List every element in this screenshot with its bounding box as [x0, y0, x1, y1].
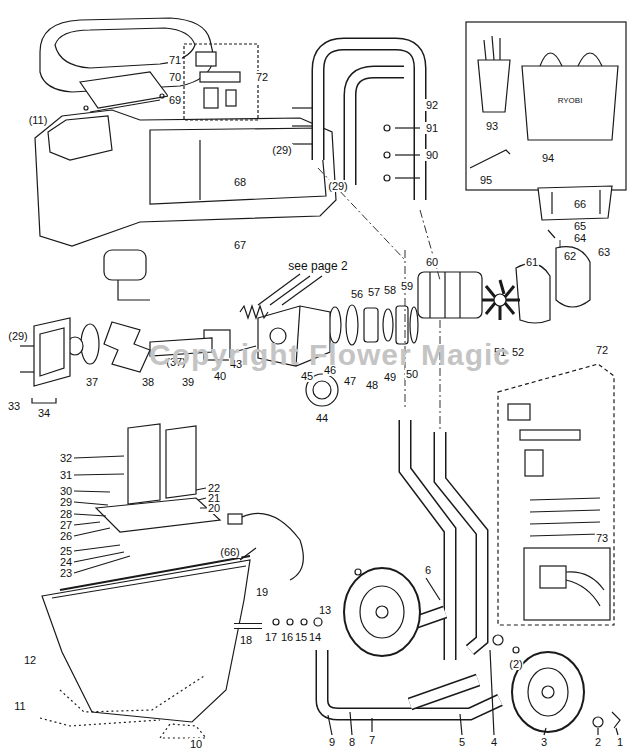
callout-number: 59 — [400, 280, 414, 292]
callout-number: 56 — [350, 288, 364, 300]
callout-number: 7 — [368, 734, 376, 746]
callout-number: 45 — [300, 370, 314, 382]
callout-number: 38 — [141, 376, 155, 388]
callout-number: 70 — [168, 71, 182, 83]
callout-number: 10 — [189, 738, 203, 750]
callout-number: (29) — [7, 330, 29, 342]
callout-number: 31 — [59, 469, 73, 481]
callout-number: 17 — [264, 631, 278, 643]
callout-number: 12 — [23, 654, 37, 666]
brand-text: RYOBI — [557, 96, 584, 105]
callout-number: 90 — [425, 149, 439, 161]
callout-number: 33 — [7, 400, 21, 412]
callout-number: 47 — [343, 375, 357, 387]
callout-number: 1 — [616, 736, 624, 748]
callout-number: 23 — [59, 567, 73, 579]
callout-number: 16 — [280, 631, 294, 643]
callout-number: 49 — [383, 371, 397, 383]
callout-number: 63 — [597, 246, 611, 258]
callout-number: 72 — [595, 344, 609, 356]
callout-number: 11 — [13, 700, 26, 712]
callout-number: 6 — [424, 564, 432, 576]
callout-number: 58 — [383, 284, 397, 296]
callout-number: 15 — [294, 631, 308, 643]
callout-number: 4 — [490, 736, 498, 748]
callout-number: 64 — [573, 232, 587, 244]
callout-number: 65 — [573, 220, 587, 232]
callout-number: (11) — [28, 114, 49, 126]
callout-number: 32 — [59, 452, 73, 464]
callout-number: (29) — [271, 144, 293, 156]
callout-number: 72 — [255, 71, 269, 83]
callout-number: 2 — [594, 736, 602, 748]
callout-number: 26 — [59, 530, 73, 542]
callout-number: 94 — [541, 152, 555, 164]
callout-number: 8 — [348, 736, 356, 748]
callout-number: 62 — [563, 250, 577, 262]
callout-number: (66) — [219, 546, 241, 558]
callout-number: 34 — [37, 407, 51, 419]
callout-number: 5 — [458, 736, 466, 748]
callout-number: 61 — [525, 256, 539, 268]
callout-number: 29 — [59, 496, 73, 508]
callout-number: 19 — [255, 586, 269, 598]
callout-number: 48 — [365, 379, 379, 391]
callout-number: 68 — [233, 176, 247, 188]
callout-number: 9 — [328, 736, 336, 748]
callout-number: 66 — [573, 198, 587, 210]
callout-number: 60 — [425, 256, 439, 268]
callout-number: 18 — [239, 634, 253, 646]
callout-number: 14 — [308, 631, 322, 643]
callout-number: (2) — [508, 658, 523, 670]
callout-number: 13 — [318, 604, 332, 616]
callout-number: 93 — [485, 120, 499, 132]
callout-number: 91 — [425, 122, 439, 134]
callout-number: 73 — [595, 532, 609, 544]
callout-number: 37 — [85, 376, 99, 388]
callout-number: 40 — [213, 370, 227, 382]
callout-number: 3 — [540, 736, 548, 748]
callout-number: 52 — [511, 346, 525, 358]
callout-number: 20 — [207, 502, 221, 514]
callout-number: 44 — [315, 412, 329, 424]
callout-number: 69 — [168, 94, 182, 106]
callout-number: (29) — [327, 180, 349, 192]
callout-number: 39 — [181, 376, 195, 388]
note-text: see page 2 — [287, 260, 348, 272]
watermark: Copyright Flower Magic — [148, 339, 512, 371]
callout-number: 92 — [425, 99, 439, 111]
callout-number: 71 — [168, 54, 182, 66]
callout-number: 57 — [367, 286, 381, 298]
callout-number: 95 — [479, 174, 493, 186]
callout-number: 67 — [233, 239, 247, 251]
